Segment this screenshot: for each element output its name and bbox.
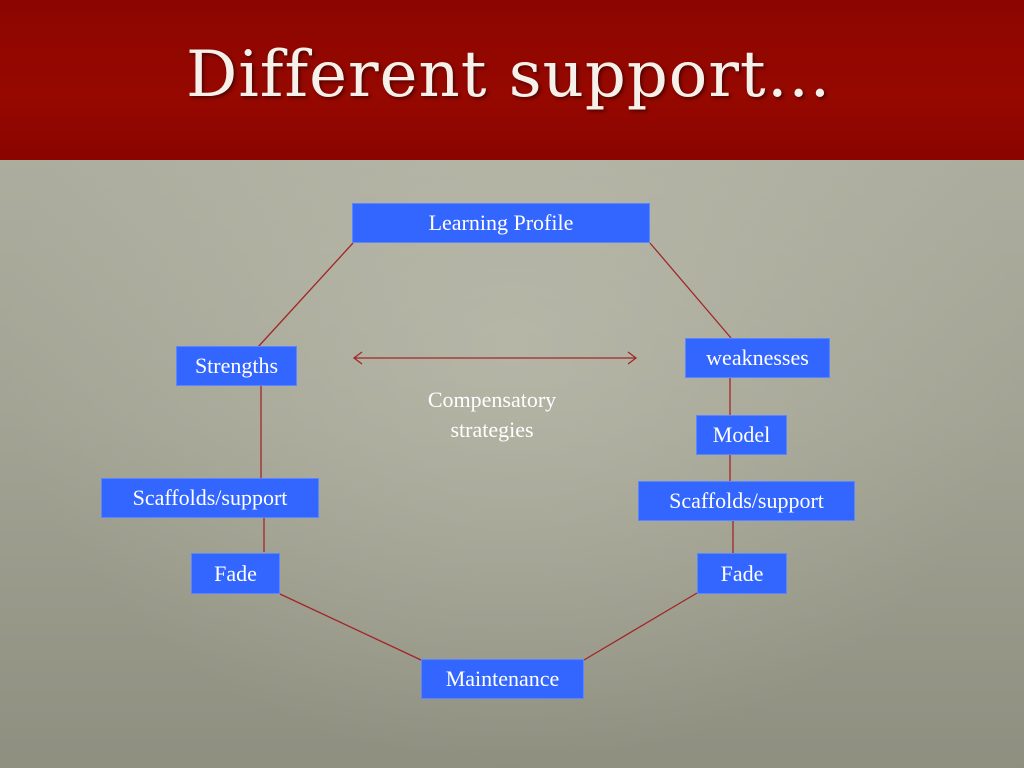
connector-profile-weaknesses bbox=[649, 242, 732, 339]
compensatory-strategies-label: Compensatory strategies bbox=[392, 385, 592, 445]
learning-profile-box: Learning Profile bbox=[352, 203, 650, 243]
compensatory-double-arrow bbox=[352, 351, 638, 365]
fade-left-box: Fade bbox=[191, 553, 280, 594]
strengths-box: Strengths bbox=[176, 346, 297, 386]
fade-right-box: Fade bbox=[697, 553, 787, 594]
compensatory-label-line2: strategies bbox=[450, 417, 534, 442]
connector-profile-strengths bbox=[257, 242, 354, 348]
connector-fade-maintenance-left bbox=[279, 593, 422, 661]
scaffolds-support-left-box: Scaffolds/support bbox=[101, 478, 319, 518]
model-box: Model bbox=[696, 415, 787, 455]
title-banner: Different support… bbox=[0, 0, 1024, 160]
compensatory-label-line1: Compensatory bbox=[427, 387, 557, 412]
slide-title: Different support… bbox=[186, 38, 832, 112]
connector-fade-maintenance-right bbox=[583, 592, 698, 661]
maintenance-box: Maintenance bbox=[421, 659, 584, 699]
scaffolds-support-right-box: Scaffolds/support bbox=[638, 481, 855, 521]
weaknesses-box: weaknesses bbox=[685, 338, 830, 378]
